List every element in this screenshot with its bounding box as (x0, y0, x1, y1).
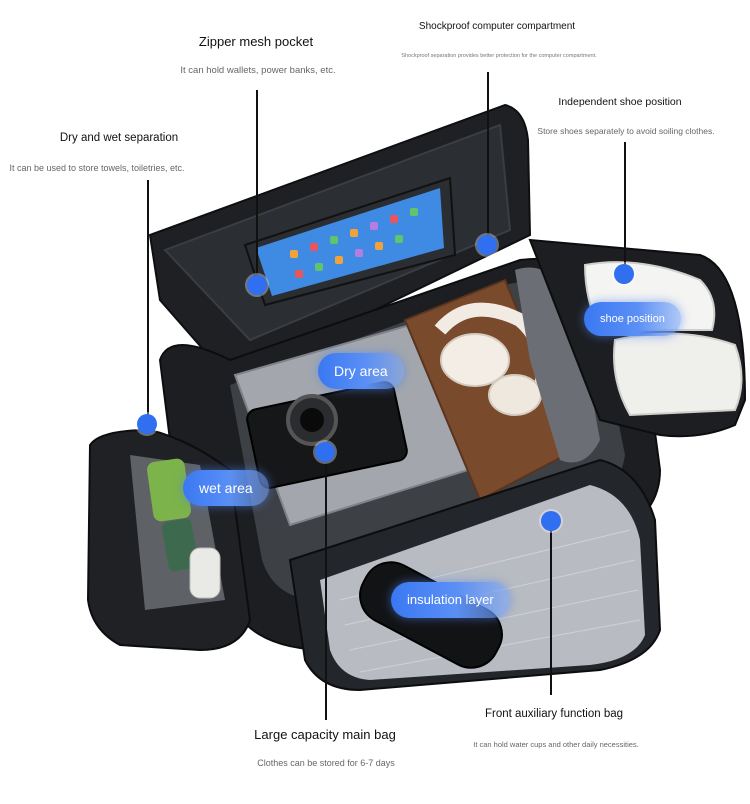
shoe-position-title: Independent shoe position (558, 96, 682, 108)
leader-line (487, 72, 489, 244)
app-icon (335, 256, 343, 264)
app-icon (295, 270, 303, 278)
leader-line (550, 522, 552, 695)
front-pocket-desc: It can hold water cups and other daily n… (473, 740, 639, 749)
zipper-pocket-desc: It can hold wallets, power banks, etc. (180, 65, 336, 76)
callout-dot (614, 264, 634, 284)
wet-area-label: wet area (183, 470, 269, 506)
callout-dot (477, 235, 497, 255)
folded-umbrella (515, 267, 600, 463)
leader-line (256, 90, 258, 285)
shoe-position-desc: Store shoes separately to avoid soiling … (537, 126, 715, 136)
main-bag-title: Large capacity main bag (254, 727, 396, 742)
headphone-cup (440, 333, 510, 387)
headphone-cup (488, 374, 542, 416)
leader-line (624, 142, 626, 274)
app-icon (370, 222, 378, 230)
app-icon (410, 208, 418, 216)
camera-lens-inner (300, 408, 324, 432)
callout-dot (541, 511, 561, 531)
main-bag-desc: Clothes can be stored for 6-7 days (257, 758, 395, 768)
callout-dot (315, 442, 335, 462)
app-icon (310, 243, 318, 251)
toiletry-cup (189, 547, 221, 599)
app-icon (315, 263, 323, 271)
shockproof-title: Shockproof computer compartment (418, 21, 576, 32)
insulation-layer-label: insulation layer (391, 582, 510, 618)
zipper-pocket-title: Zipper mesh pocket (198, 34, 314, 49)
leader-line (147, 180, 149, 424)
callout-dot (137, 414, 157, 434)
app-icon (330, 236, 338, 244)
app-icon (390, 215, 398, 223)
green-towel (147, 458, 191, 522)
app-icon (395, 235, 403, 243)
shoe-position-label: shoe position (584, 302, 681, 336)
tablet-screen (256, 188, 444, 296)
callout-dot (247, 275, 267, 295)
toiletry-bottle (161, 518, 199, 572)
sneaker (613, 332, 743, 417)
dry-area-label: Dry area (318, 353, 404, 389)
leader-line (325, 452, 327, 720)
dry-wet-title: Dry and wet separation (59, 132, 179, 144)
app-icon (290, 250, 298, 258)
shockproof-desc: Shockproof separation provides better pr… (401, 53, 597, 59)
dry-wet-desc: It can be used to store towels, toiletri… (9, 163, 185, 173)
app-icon (350, 229, 358, 237)
front-pocket-title: Front auxiliary function bag (484, 708, 624, 720)
app-icon (375, 242, 383, 250)
app-icon (355, 249, 363, 257)
